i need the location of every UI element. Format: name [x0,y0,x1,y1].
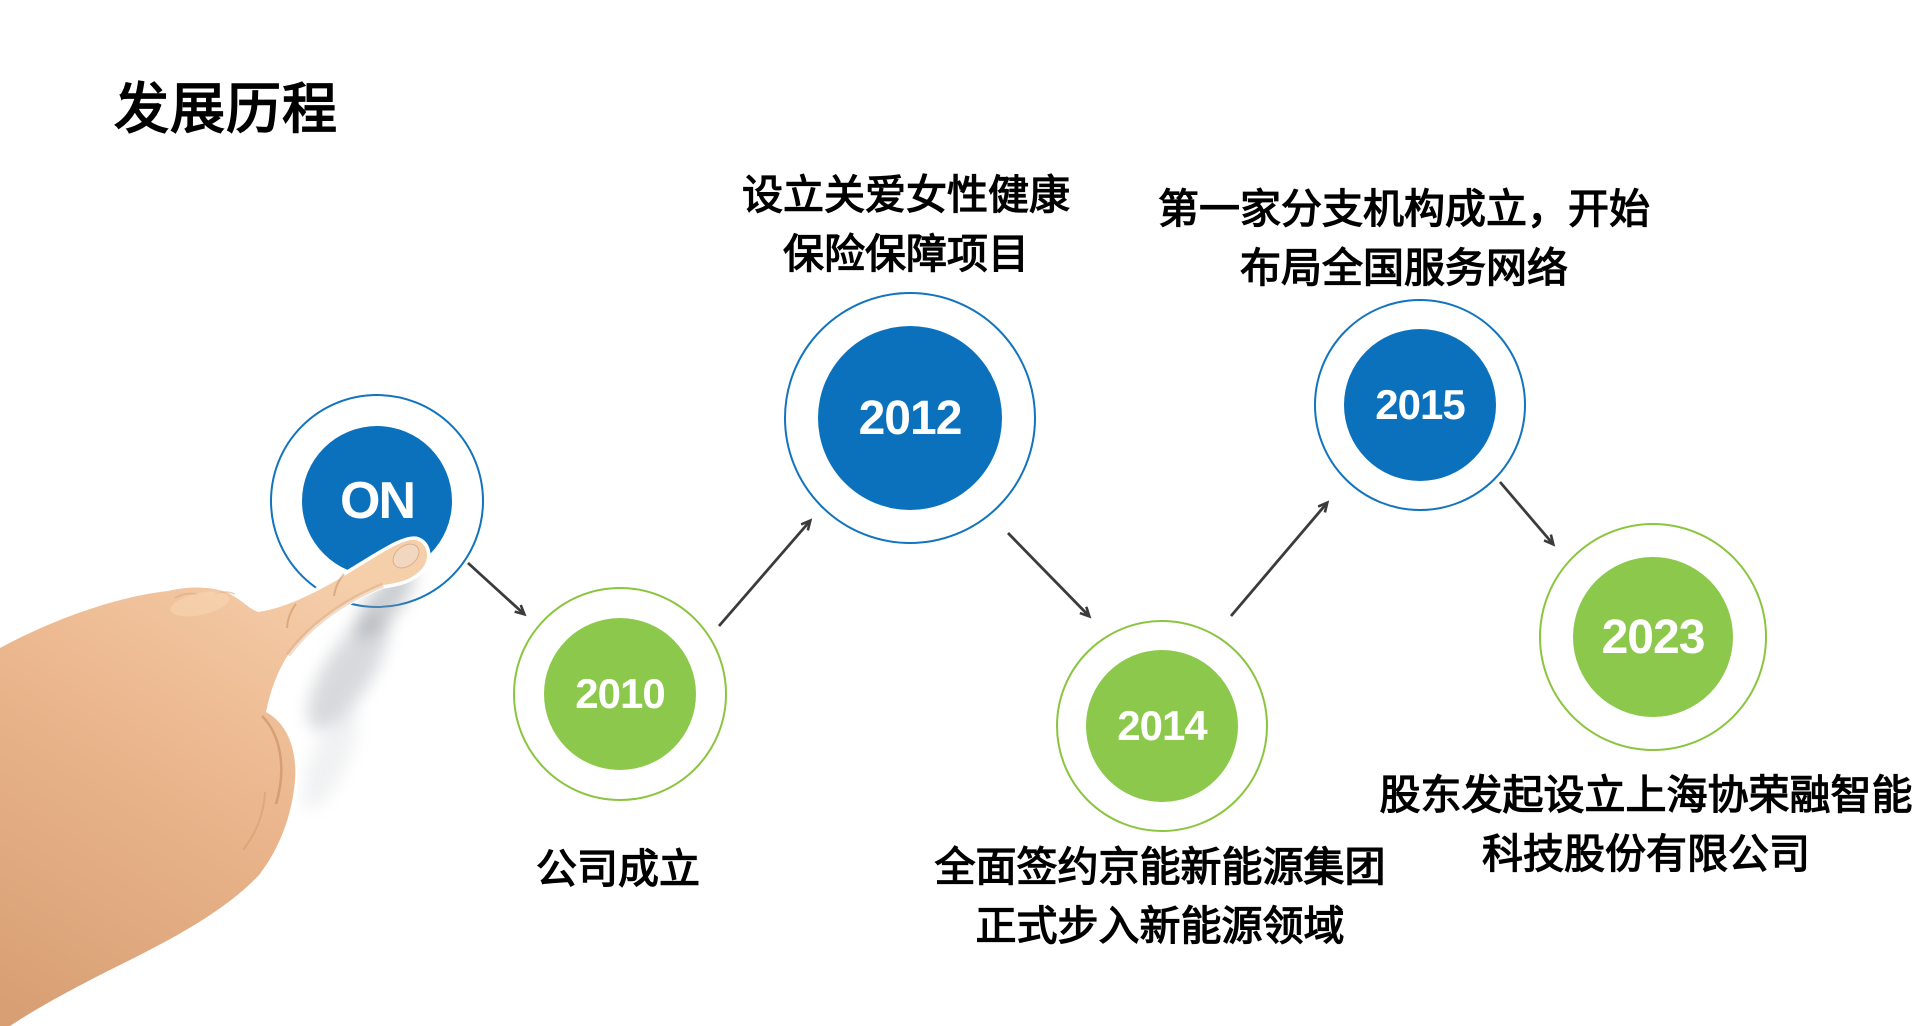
page-title: 发展历程 [114,78,339,140]
arrow-2015-to-2023 [1498,481,1553,544]
caption-line: 保险保障项目 [783,231,1029,277]
year-badge-2015: 2015 [1344,329,1496,481]
caption-2012: 设立关爱女性健康 保险保障项目 [742,166,1070,284]
caption-2015: 第一家分支机构成立，开始 布局全国服务网络 [1158,180,1650,298]
timeline-node-2015[interactable]: 2015 [1314,299,1526,511]
arrow-2014-to-2015 [1229,503,1327,617]
caption-2010: 公司成立 [536,840,700,899]
caption-line: 布局全国服务网络 [1240,245,1568,291]
year-badge-2012: 2012 [818,326,1002,510]
caption-line: 全面签约京能新能源集团 [934,844,1386,890]
timeline-node-2014[interactable]: 2014 [1056,620,1268,832]
knuckle-highlight [170,591,230,617]
arrow-on-to-2010 [467,561,524,614]
year-badge-2014: 2014 [1086,650,1238,802]
year-badge-2023: 2023 [1573,557,1733,717]
caption-line: 股东发起设立上海协荣融智能 [1379,772,1913,818]
caption-2014: 全面签约京能新能源集团 正式步入新能源领域 [935,838,1386,956]
caption-line: 科技股份有限公司 [1482,831,1810,877]
timeline-node-2010[interactable]: 2010 [513,587,727,801]
caption-line: 第一家分支机构成立，开始 [1158,186,1650,232]
caption-line: 设立关爱女性健康 [742,172,1070,218]
arrow-2010-to-2012 [717,521,810,627]
caption-2023: 股东发起设立上海协荣融智能 科技股份有限公司 [1380,766,1913,884]
timeline-node-2012[interactable]: 2012 [784,292,1036,544]
year-badge-2010: 2010 [544,618,696,770]
fingernail [392,543,420,569]
timeline-node-2023[interactable]: 2023 [1539,523,1767,751]
arrow-2012-to-2014 [1006,532,1089,616]
hand-creases [174,573,384,851]
caption-line: 公司成立 [536,846,700,892]
pointing-hand-image [0,536,431,1026]
hand-outline [0,539,428,1026]
caption-line: 正式步入新能源领域 [975,903,1345,949]
